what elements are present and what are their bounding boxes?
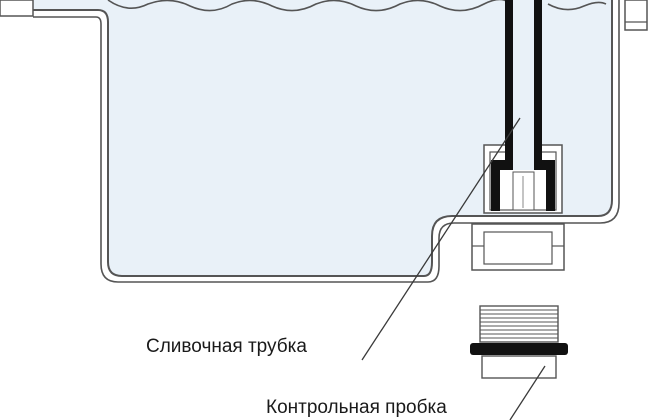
right-overflow-pipe <box>624 0 648 31</box>
control-plug <box>470 305 568 379</box>
left-inlet-pipe <box>0 0 34 17</box>
leader-line-control-plug <box>509 365 546 420</box>
water-fill <box>33 0 612 276</box>
control-plug-label: Контрольная пробка <box>266 397 447 418</box>
water-surface-wave <box>107 0 509 12</box>
leader-line-drain-tube <box>361 117 521 361</box>
water-surface-wave-right <box>547 1 607 11</box>
drain-tube-label: Сливочная трубка <box>146 336 307 357</box>
tank-outer-wall <box>33 0 613 277</box>
tank-inner-wall <box>33 0 620 283</box>
drain-tube <box>491 0 513 211</box>
plug-gasket <box>470 343 568 355</box>
